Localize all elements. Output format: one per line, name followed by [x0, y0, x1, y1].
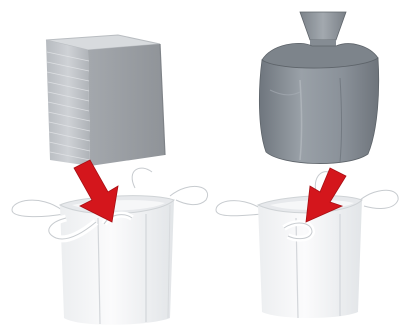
right-bulk-bag	[216, 172, 398, 318]
left-block-liner	[46, 35, 165, 166]
right-form-fit-liner	[259, 12, 378, 164]
